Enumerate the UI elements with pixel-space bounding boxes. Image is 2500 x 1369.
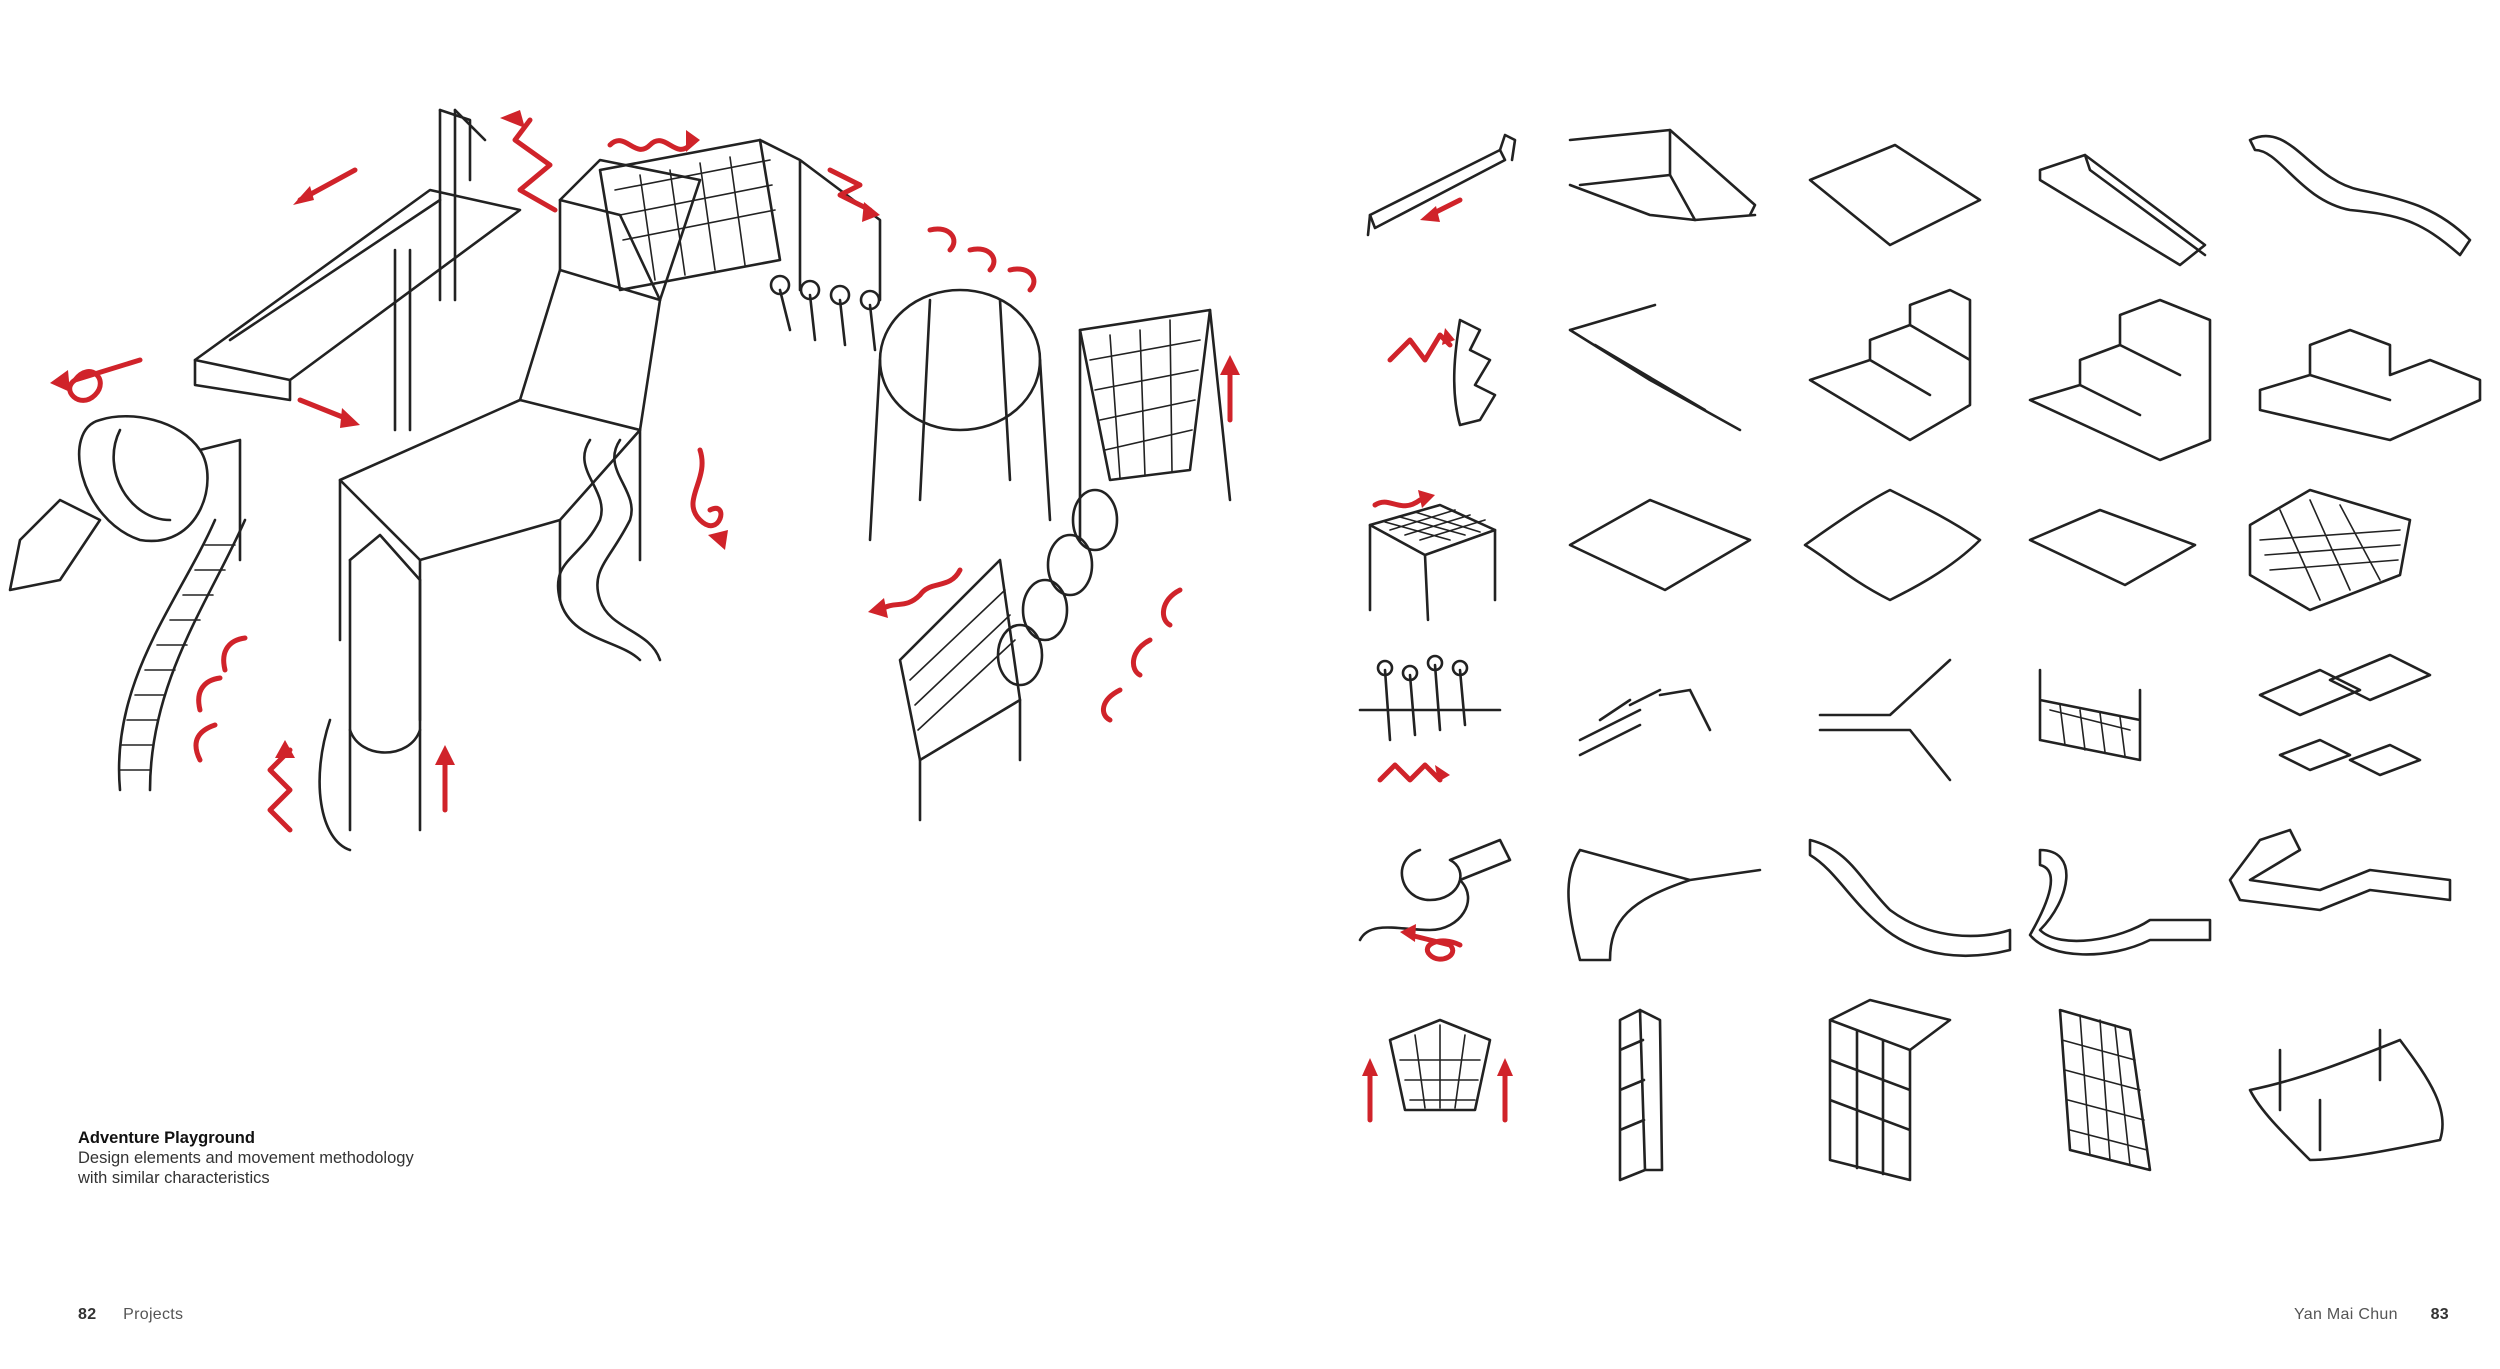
right-page-number: 83	[2430, 1306, 2449, 1323]
caption-description-line2: with similar characteristics	[78, 1169, 270, 1187]
steps-variant-1	[1568, 303, 1742, 432]
row-slide	[1366, 128, 2472, 267]
rings-bench	[898, 488, 1119, 822]
net-variant-1	[1568, 498, 1752, 592]
row-climbing-net	[1362, 998, 2444, 1182]
net-variant-3	[2028, 508, 2197, 587]
movement-annotations	[50, 110, 1240, 833]
climbing-variant-2	[1828, 998, 1952, 1182]
net-bridge	[598, 138, 882, 302]
net-cage	[1078, 308, 1232, 542]
ladder	[117, 518, 247, 792]
curve-up-arrow-icon	[193, 722, 218, 763]
caption-description-line1: Design elements and movement methodology	[78, 1149, 414, 1167]
row-steps	[1387, 288, 2482, 462]
left-tower	[193, 108, 522, 432]
poles-variant-2	[1818, 658, 1952, 782]
poles-variant-3	[2038, 668, 2142, 762]
left-section-name: Projects	[123, 1306, 184, 1323]
slide-variant-2	[1808, 143, 1982, 247]
slide-variant-1	[1568, 128, 1757, 222]
curve-up-arrow-icon-3	[221, 635, 248, 673]
row-tube-slide-key	[1358, 838, 1512, 962]
design-elements-matrix	[1358, 128, 2482, 1182]
steps-variant-4	[2258, 328, 2482, 442]
left-footer: 82 Projects	[78, 1306, 183, 1324]
curve-left-arrow-icon	[1160, 587, 1183, 628]
row-net-platform	[1368, 488, 2412, 622]
tube-variant-1	[1567, 848, 1762, 962]
front-climb-tube	[318, 533, 422, 852]
curve-arrow-icon-2	[967, 246, 997, 273]
zigzag-icon	[827, 167, 873, 213]
climbing-variant-3	[2058, 1008, 2152, 1172]
row-slide-key	[1366, 133, 1517, 237]
central-deck	[338, 158, 702, 722]
zigzag-arrow-icon	[512, 117, 558, 213]
curve-left-arrow-icon-3	[1101, 687, 1123, 723]
slide-variant-3	[2038, 153, 2207, 267]
row-net-platform-key	[1368, 490, 1497, 622]
wave-arrow-icon	[607, 138, 693, 152]
steps-variant-3	[2028, 298, 2212, 462]
right-footer: Yan Mai Chun 83	[2294, 1306, 2449, 1324]
curve-left-arrow-icon-2	[1130, 637, 1153, 678]
net-variant-2	[1803, 488, 1982, 602]
wave-left-arrow-icon	[877, 567, 963, 613]
tube-variant-3	[2028, 848, 2212, 956]
curve-up-arrow-icon-2	[196, 675, 223, 713]
steps-variant-2	[1808, 288, 1972, 442]
row-climbing-net-key	[1362, 1018, 1513, 1123]
net-variant-4	[2248, 488, 2412, 612]
playground-axonometric-sketch	[8, 108, 1240, 852]
loop-down-arrow-icon	[690, 447, 724, 529]
left-tube-slide	[8, 414, 242, 592]
poles-variant-4	[2258, 653, 2432, 777]
figure-caption: Adventure Playground Design elements and…	[78, 1128, 498, 1188]
row-tube-slide	[1358, 828, 2452, 962]
tube-variant-4	[2228, 828, 2452, 912]
row-stepping-poles	[1358, 653, 2432, 783]
zigzag-up-icon	[267, 747, 293, 833]
right-author-name: Yan Mai Chun	[2294, 1306, 2398, 1323]
loop-arrow-icon	[67, 357, 143, 403]
poles-variant-1	[1578, 688, 1712, 757]
climbing-variant-1	[1618, 1008, 1664, 1182]
ring-frame	[868, 288, 1052, 542]
right-page: Yan Mai Chun 83	[1250, 0, 2500, 1369]
climbing-variant-4	[2248, 1028, 2444, 1162]
curve-arrow-icon	[927, 226, 957, 253]
row-stepping-poles-key	[1358, 654, 1502, 783]
spiral-slide	[556, 438, 662, 662]
left-page-number: 82	[78, 1306, 97, 1323]
slide-variant-4	[2248, 134, 2472, 257]
tube-variant-2	[1808, 838, 2012, 957]
left-page: Adventure Playground Design elements and…	[8, 108, 1240, 1324]
curve-arrow-icon-3	[1007, 266, 1037, 293]
row-steps-key	[1387, 318, 1497, 427]
stepping-poles	[769, 274, 881, 352]
caption-title: Adventure Playground	[78, 1129, 255, 1147]
